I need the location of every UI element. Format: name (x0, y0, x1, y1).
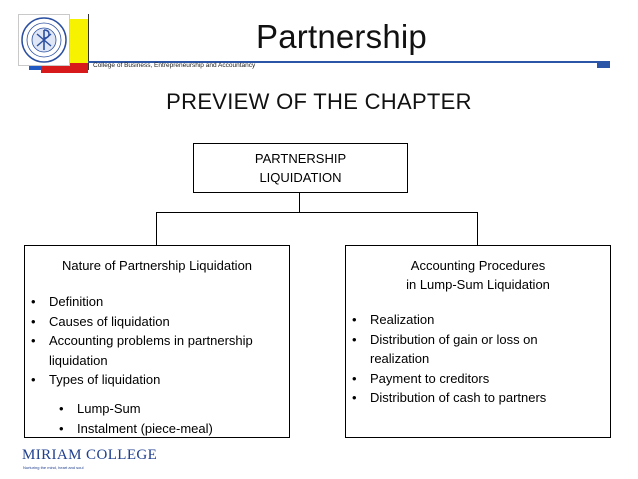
list-item: Lump-Sum (59, 399, 284, 419)
list-item: Payment to creditors (352, 369, 567, 389)
root-node-line2: LIQUIDATION (259, 170, 342, 185)
list-item: Distribution of gain or loss on realizat… (352, 330, 567, 369)
footer-logo: MIRIAM COLLEGE (22, 447, 158, 463)
root-node: PARTNERSHIP LIQUIDATION (193, 143, 408, 193)
connector-root (299, 193, 300, 213)
left-node-list: Definition Causes of liquidation Account… (31, 292, 286, 390)
connector-horizontal (156, 212, 478, 213)
right-node: Accounting Procedures in Lump-Sum Liquid… (345, 245, 611, 438)
chapter-heading: PREVIEW OF THE CHAPTER (166, 89, 472, 114)
list-item: Types of liquidation (31, 370, 286, 390)
list-item: Instalment (piece-meal) (59, 419, 284, 439)
right-node-title-line2: in Lump-Sum Liquidation (406, 277, 550, 292)
header-divider (88, 14, 89, 70)
root-node-line1: PARTNERSHIP (254, 151, 347, 166)
slide-title: Partnership (256, 18, 427, 55)
college-seal-icon (21, 17, 67, 63)
left-node-title: Nature of Partnership Liquidation (61, 258, 253, 273)
right-node-list: Realization Distribution of gain or loss… (352, 310, 567, 408)
list-item: Definition (31, 292, 286, 312)
left-node: Nature of Partnership Liquidation Defini… (24, 245, 290, 438)
college-subtitle: College of Business, Entrepreneurship an… (93, 62, 256, 69)
connector-left (156, 212, 157, 245)
left-node-sublist: Lump-Sum Instalment (piece-meal) (59, 399, 284, 438)
header-rule (88, 61, 608, 63)
list-item: Realization (352, 310, 567, 330)
list-item: Causes of liquidation (31, 312, 286, 332)
footer-tagline: Nurturing the mind, heart and soul (23, 465, 84, 470)
list-item: Accounting problems in partnership liqui… (31, 331, 286, 370)
right-node-title-line1: Accounting Procedures (410, 258, 546, 273)
header-rule-accent (597, 61, 610, 68)
connector-right (477, 212, 478, 245)
list-item: Distribution of cash to partners (352, 388, 567, 408)
